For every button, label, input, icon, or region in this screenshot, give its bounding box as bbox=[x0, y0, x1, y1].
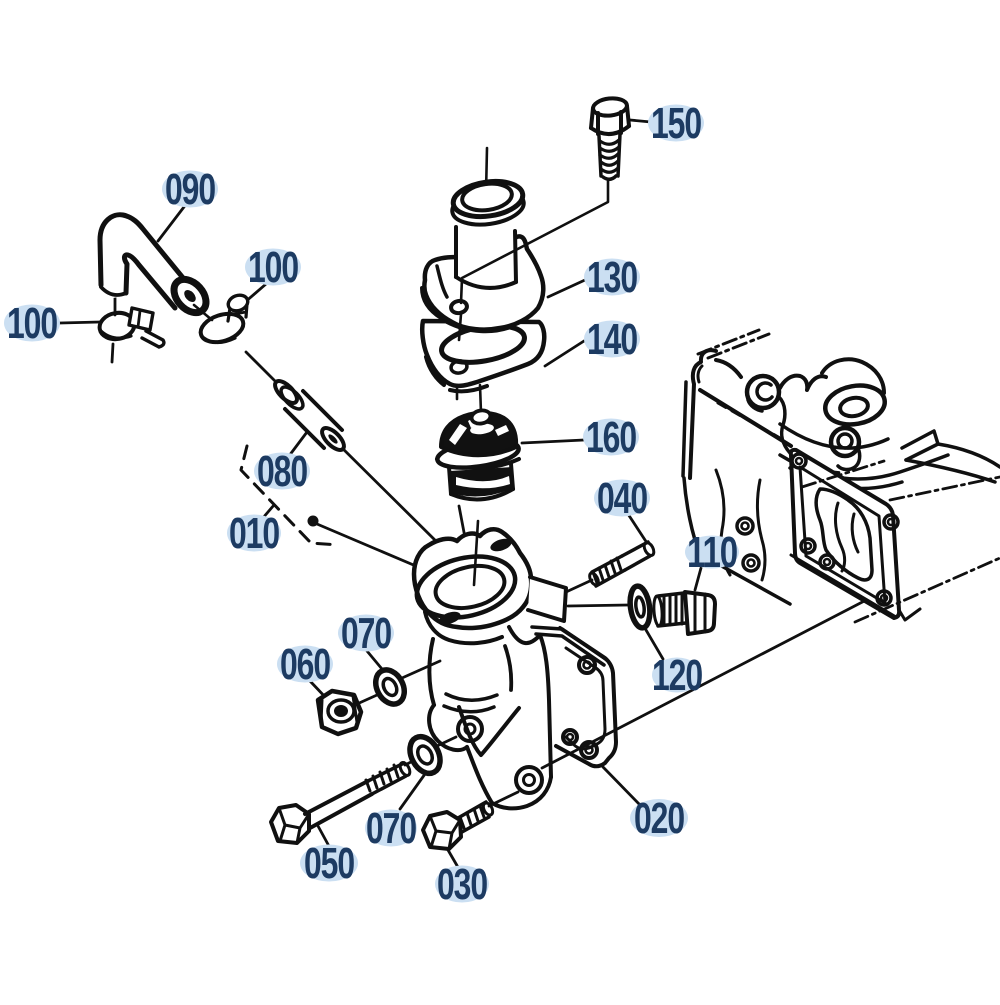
svg-text:010: 010 bbox=[229, 509, 279, 558]
svg-text:100: 100 bbox=[7, 299, 57, 348]
svg-text:140: 140 bbox=[587, 315, 637, 364]
svg-text:060: 060 bbox=[280, 640, 330, 689]
svg-text:150: 150 bbox=[651, 99, 701, 148]
svg-text:090: 090 bbox=[165, 165, 215, 214]
svg-text:070: 070 bbox=[366, 804, 416, 853]
svg-text:160: 160 bbox=[586, 413, 636, 462]
svg-text:120: 120 bbox=[652, 651, 702, 700]
svg-text:070: 070 bbox=[341, 609, 391, 658]
svg-text:020: 020 bbox=[634, 794, 684, 843]
svg-text:100: 100 bbox=[248, 243, 298, 292]
svg-text:080: 080 bbox=[257, 447, 307, 496]
svg-text:040: 040 bbox=[597, 474, 647, 523]
svg-text:110: 110 bbox=[687, 528, 737, 577]
svg-text:050: 050 bbox=[304, 839, 354, 888]
svg-text:130: 130 bbox=[587, 253, 637, 302]
svg-text:030: 030 bbox=[437, 860, 487, 909]
